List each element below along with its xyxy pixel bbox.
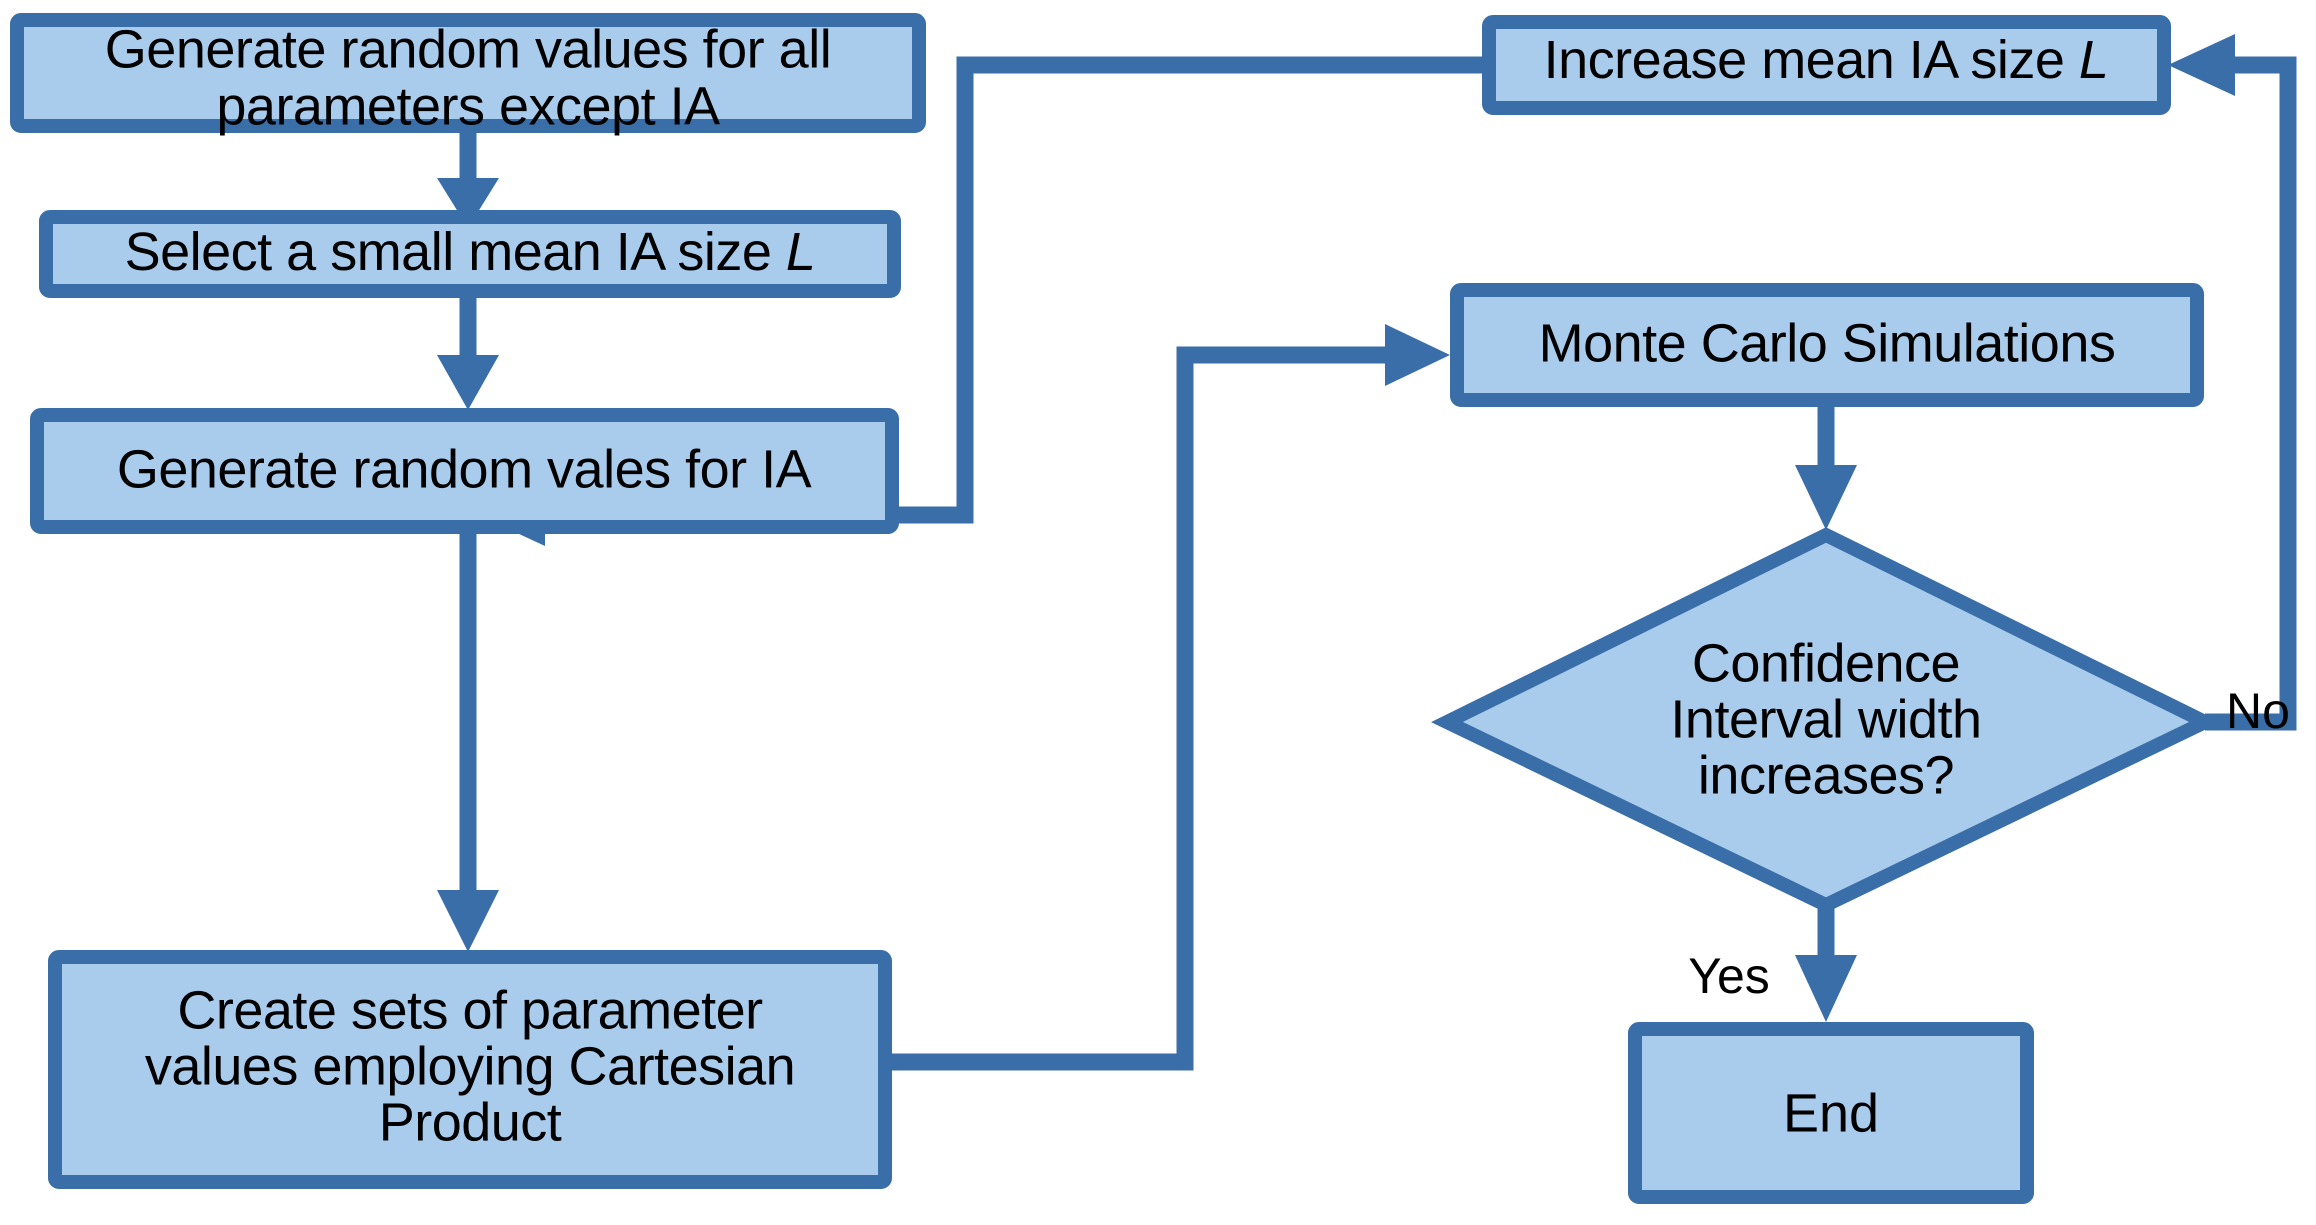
node-select-ia-size-italic: L (786, 222, 816, 282)
connector-monte-carlo-to-decision (1795, 405, 1857, 530)
node-decision-line-1: Confidence (1692, 633, 1960, 693)
connector-generate-ia-to-cartesian (437, 533, 499, 952)
node-select-ia-size-label: Select a small mean IA size (125, 222, 786, 282)
node-generate-ia[interactable]: Generate random vales for IA (30, 408, 899, 534)
node-decision-line-3: increases? (1698, 745, 1954, 805)
node-cartesian-product-line-3: Product (379, 1092, 562, 1152)
connector-select-ia-to-generate-ia (437, 298, 499, 410)
node-monte-carlo[interactable]: Monte Carlo Simulations (1450, 283, 2204, 407)
node-generate-params[interactable]: Generate random values for all parameter… (10, 13, 926, 136)
node-increase-ia-size[interactable]: Increase mean IA size L (1482, 15, 2171, 115)
node-decision-ci-width[interactable]: Confidence Interval width increases? (1431, 527, 2221, 913)
node-generate-params-line-2: parameters except IA (216, 76, 720, 136)
edge-label-no: No (2226, 683, 2290, 739)
connector-decision-no-to-increase-ia (2168, 34, 2297, 731)
node-monte-carlo-label: Monte Carlo Simulations (1539, 313, 2116, 373)
connector-generate-params-to-select-ia (437, 133, 499, 228)
node-decision-line-2: Interval width (1670, 689, 1981, 749)
node-generate-params-line-1: Generate random values for all (105, 19, 831, 79)
node-increase-ia-size-italic: L (2079, 30, 2109, 90)
edge-label-yes: Yes (1688, 948, 1770, 1004)
node-increase-ia-size-label: Increase mean IA size (1544, 30, 2079, 90)
node-cartesian-product-line-2: values employing Cartesian (145, 1036, 795, 1096)
node-select-ia-size[interactable]: Select a small mean IA size L (39, 210, 901, 298)
node-cartesian-product-line-1: Create sets of parameter (177, 980, 763, 1040)
svg-text:Select a small mean IA size L: Select a small mean IA size L (125, 222, 816, 282)
svg-text:Increase mean IA size L: Increase mean IA size L (1544, 30, 2109, 90)
node-end[interactable]: End (1628, 1022, 2034, 1204)
connector-decision-yes-to-end (1795, 905, 1857, 1022)
node-end-label: End (1783, 1083, 1879, 1143)
node-generate-ia-label: Generate random vales for IA (117, 439, 812, 499)
node-cartesian-product[interactable]: Create sets of parameter values employin… (48, 950, 892, 1189)
